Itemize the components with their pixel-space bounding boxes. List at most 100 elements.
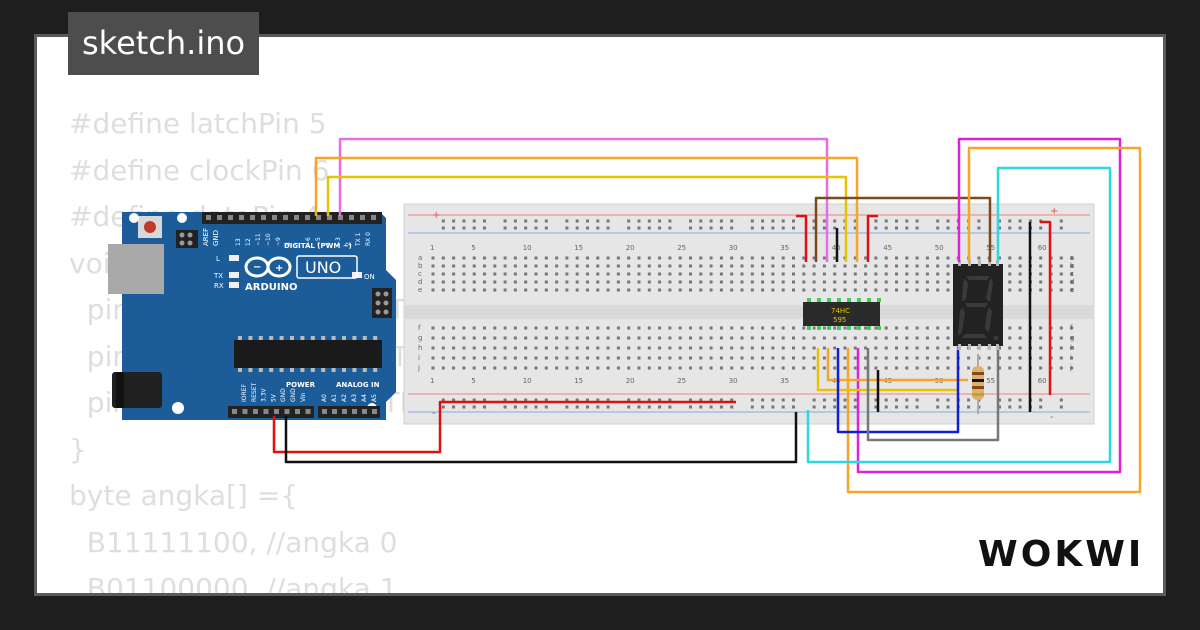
row-letter: i	[418, 354, 420, 362]
header-pin[interactable]	[284, 409, 290, 414]
header-pin[interactable]	[372, 409, 377, 414]
code-line: #define clockPin 6	[69, 153, 330, 187]
wokwi-logo-art: WOKWI	[978, 534, 1144, 575]
power-pin-label: GND	[280, 388, 287, 402]
header-pin[interactable]	[274, 409, 279, 414]
header-pin[interactable]	[332, 409, 337, 414]
header-pin[interactable]	[316, 215, 321, 220]
row-letter: g	[418, 334, 422, 342]
code-line: byte angka[] ={	[69, 479, 299, 512]
header-pin[interactable]	[360, 215, 365, 220]
column-number: 20	[626, 244, 635, 252]
header-pin[interactable]	[342, 409, 347, 414]
analog-pin-label: A2	[341, 394, 348, 402]
wire-cyan-top[interactable]	[806, 166, 1112, 464]
row-letter: d	[1070, 278, 1074, 286]
header-pin[interactable]	[295, 409, 300, 414]
wire-black-gnd[interactable]	[284, 412, 798, 464]
header-pin[interactable]	[242, 409, 248, 414]
resistor[interactable]	[972, 354, 984, 414]
shift-register-74hc595[interactable]: 74HC 595	[803, 298, 881, 330]
digital-pin-label: 8	[285, 242, 292, 246]
header-pin[interactable]	[322, 409, 327, 414]
column-number: 1	[430, 377, 434, 385]
row-letter: f	[1070, 324, 1073, 332]
digital-pin-label: ~10	[265, 233, 272, 246]
board-model: UNO	[305, 258, 341, 277]
power-pin-label: RESET	[251, 382, 258, 402]
column-number: 25	[677, 244, 686, 252]
wokwi-logo-text: WOKWI	[978, 534, 1144, 575]
header-pin[interactable]	[362, 409, 367, 414]
header-pin[interactable]	[272, 215, 277, 220]
header-pin[interactable]	[327, 215, 332, 220]
wire-gray[interactable]	[866, 348, 1000, 442]
header-pin[interactable]	[283, 215, 288, 220]
wire-orange-top[interactable]	[846, 146, 1142, 494]
header-pin[interactable]	[217, 215, 222, 220]
header-pin[interactable]	[305, 409, 311, 414]
digital-pin-label: 7	[295, 242, 302, 246]
row-letter: c	[418, 270, 422, 278]
digital-pin-label: TX 1	[355, 232, 362, 247]
digital-pin-label: RX 0	[365, 232, 372, 246]
wire-blue[interactable]	[836, 348, 960, 434]
wire-red-rail[interactable]	[1040, 220, 1052, 395]
digital-pin-label: 13	[235, 238, 242, 246]
code-line: B11111100, //angka 0	[86, 525, 398, 559]
analog-pin-label: A5	[371, 394, 378, 402]
usb-port	[108, 244, 164, 294]
seven-segment-display[interactable]	[953, 260, 1003, 350]
aref-label: AREF	[202, 228, 210, 246]
atmega-chip	[234, 340, 382, 368]
header-pin[interactable]	[305, 215, 310, 220]
logo-minus: −	[253, 262, 261, 273]
rail-plus-label: +	[432, 210, 440, 221]
header-pin[interactable]	[253, 409, 258, 414]
wire-orange-clock[interactable]	[314, 156, 859, 262]
rail-plus-label-right: +	[1050, 206, 1058, 217]
header-pin[interactable]	[239, 215, 244, 220]
header-pin[interactable]	[232, 409, 237, 414]
wire-red-top-right[interactable]	[866, 214, 878, 262]
chip-label-line1: 74HC	[831, 307, 850, 315]
wire-red-5v[interactable]	[272, 400, 736, 454]
power-label: POWER	[286, 381, 316, 389]
row-letter: j	[417, 364, 420, 372]
row-letter: h	[418, 344, 422, 352]
header-pin[interactable]	[250, 215, 255, 220]
code-line: }	[69, 432, 87, 466]
header-pin[interactable]	[349, 215, 354, 220]
analog-pin-label: A0	[321, 394, 328, 402]
led-tx-label: TX	[213, 272, 223, 280]
header-pin[interactable]	[263, 409, 269, 414]
header-pin[interactable]	[338, 215, 343, 220]
header-pin[interactable]	[206, 215, 211, 220]
wire-magenta-top[interactable]	[856, 137, 1122, 474]
header-pin[interactable]	[228, 215, 233, 220]
wire-brown[interactable]	[814, 196, 992, 262]
power-header	[228, 406, 314, 418]
led-l	[229, 255, 239, 261]
header-pin[interactable]	[294, 215, 299, 220]
header-pin[interactable]	[371, 215, 376, 220]
digital-pin-label: ~6	[305, 237, 312, 246]
wire-orange-bottom[interactable]	[826, 348, 968, 382]
row-letter: i	[1070, 354, 1072, 362]
wire-yellow-data[interactable]	[326, 175, 848, 262]
logo-plus: +	[275, 263, 283, 274]
row-letter: f	[418, 324, 421, 332]
power-pin-label: Vin	[300, 392, 307, 402]
analog-pin-label: A3	[351, 394, 358, 402]
arduino-infinity-logo	[244, 256, 292, 278]
wire-yellow-bottom[interactable]	[816, 348, 958, 392]
header-pin[interactable]	[261, 215, 266, 220]
wire-red-top-left[interactable]	[796, 214, 808, 262]
digital-pin-label: 12	[245, 238, 252, 246]
chip-label-line2: 595	[833, 316, 846, 324]
header-pin[interactable]	[352, 409, 357, 414]
column-number: 60	[1038, 377, 1047, 385]
